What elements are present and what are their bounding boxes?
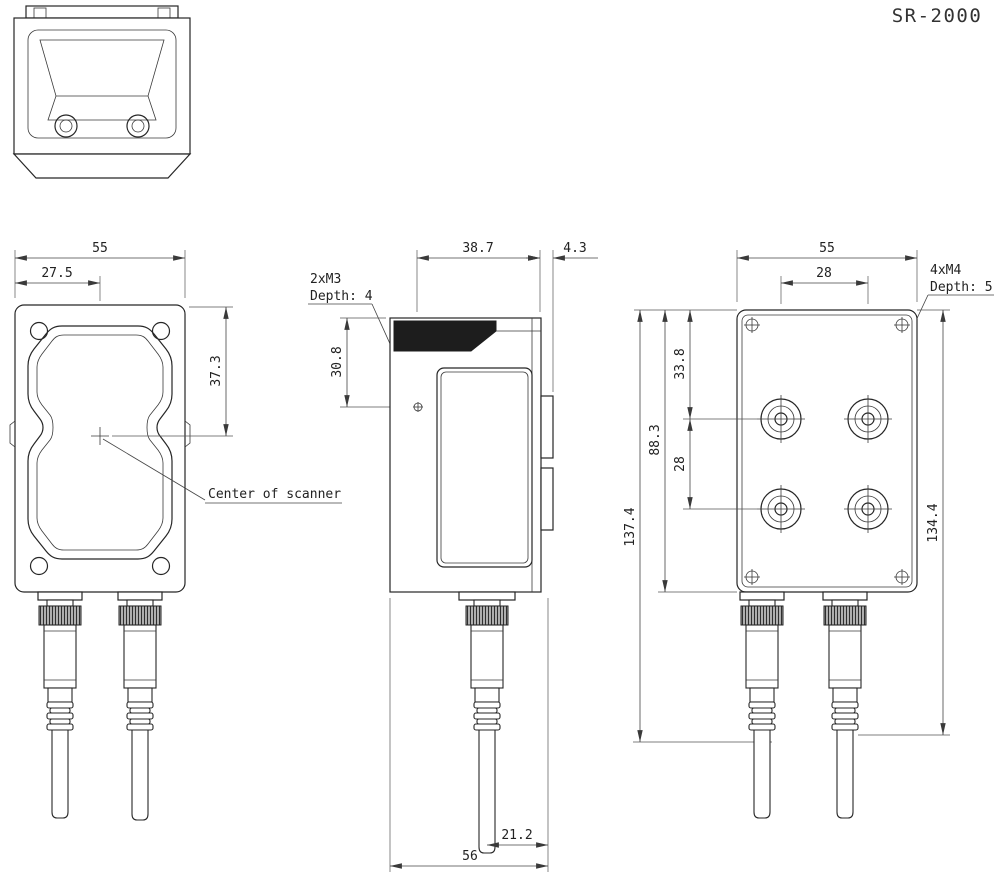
front-dim-width: 55 [14, 241, 186, 298]
top-view-cap [25, 5, 179, 19]
rear-dim-overall-left-text: 137.4 [623, 507, 638, 546]
side-body [389, 317, 554, 593]
front-connectors [37, 591, 163, 821]
side-body-outline [389, 317, 542, 593]
side-dim-hole-from-top-text: 30.8 [330, 346, 345, 377]
rear-connectors [739, 591, 868, 819]
side-view: 2xM3 Depth: 4 38.7 4.3 30.8 [308, 241, 598, 872]
rear-mounting-boss [757, 485, 805, 533]
side-window-panel [436, 367, 533, 568]
front-corner-hole [29, 321, 49, 341]
rear-dim-hole-pitch-v: 28 [673, 418, 757, 510]
front-cable-left [51, 729, 69, 819]
rear-dim-width: 55 [736, 241, 918, 302]
rear-dim-body-height: 88.3 [648, 309, 737, 593]
side-dim-rear-step-text: 4.3 [563, 241, 586, 256]
front-dim-center-offset-text: 37.3 [209, 355, 224, 386]
side-screw-note-line1: 2xM3 [310, 272, 341, 287]
rear-dim-overall-right: 134.4 [858, 309, 950, 736]
rear-body [736, 309, 918, 593]
front-view: 55 27.5 Center of sc [9, 241, 342, 821]
top-view-front-face [12, 153, 192, 179]
side-dim-hole-to-rear-text: 38.7 [462, 241, 493, 256]
side-screw-note-line2: Depth: 4 [310, 289, 373, 304]
rear-dim-hole-pitch-h-text: 28 [816, 266, 832, 281]
rear-corner-screw [894, 569, 910, 585]
side-top-dark-face [393, 320, 497, 352]
side-dim-total-depth: 56 [389, 598, 549, 872]
rear-dim-width-text: 55 [819, 241, 835, 256]
top-view-lens-left [54, 114, 78, 138]
front-dim-width-text: 55 [92, 241, 108, 256]
rear-cable-left [753, 729, 771, 819]
rear-corner-screw [894, 317, 910, 333]
front-dim-half-width: 27.5 [14, 266, 101, 301]
rear-corner-screw [744, 317, 760, 333]
rear-screw-note: 4xM4 Depth: 5 [875, 263, 994, 407]
rear-screw-note-line1: 4xM4 [930, 263, 961, 278]
front-dim-center-offset: 37.3 [112, 306, 233, 437]
side-cable [478, 729, 496, 854]
rear-dim-hole-pitch-h: 28 [780, 266, 869, 304]
rear-mounting-boss [757, 395, 805, 443]
rear-dim-hole-row1: 33.8 [634, 309, 757, 420]
rear-view: 55 28 4xM4 Depth: 5 [623, 241, 994, 819]
drawing-title: SR-2000 [892, 5, 983, 27]
rear-dim-hole-row1-text: 33.8 [673, 348, 688, 379]
rear-dim-hole-pitch-v-text: 28 [673, 456, 688, 472]
front-corner-hole [29, 556, 49, 576]
side-rear-boss-upper [540, 395, 554, 459]
rear-dim-overall-left: 137.4 [623, 309, 772, 743]
front-body [9, 304, 191, 593]
side-dim-rear-step: 4.3 [526, 241, 598, 392]
rear-mounting-boss [844, 395, 892, 443]
rear-cable-right [836, 729, 854, 819]
front-corner-hole [151, 556, 171, 576]
top-view [12, 5, 192, 179]
front-center-label: Center of scanner [208, 487, 341, 502]
front-faceplate-outer [27, 325, 173, 560]
rear-dim-overall-right-text: 134.4 [926, 503, 941, 542]
front-faceplate-inner [36, 334, 164, 551]
rear-corner-screw [744, 569, 760, 585]
rear-mounting-boss [844, 485, 892, 533]
side-dim-cable-to-rear: 21.2 [486, 598, 549, 872]
front-connector-right [118, 599, 162, 731]
side-dim-total-depth-text: 56 [462, 849, 478, 864]
rear-connector-left [740, 599, 784, 731]
front-body-outline [14, 304, 186, 593]
front-center-callout: Center of scanner [102, 438, 342, 504]
scanner-center-mark [91, 427, 109, 445]
rear-connector-right [823, 599, 867, 731]
rear-body-outline [736, 309, 918, 593]
side-connector [458, 591, 516, 854]
front-corner-hole [151, 321, 171, 341]
side-rear-boss-lower [540, 467, 554, 531]
side-connector-plug [465, 599, 509, 731]
front-dim-half-width-text: 27.5 [41, 266, 72, 281]
side-dim-hole-to-rear: 38.7 [416, 241, 541, 312]
rear-dim-body-height-text: 88.3 [648, 424, 663, 455]
front-cable-right [131, 729, 149, 821]
side-dim-cable-to-rear-text: 21.2 [501, 828, 532, 843]
top-view-body [13, 17, 191, 155]
rear-screw-note-line2: Depth: 5 [930, 280, 993, 295]
front-connector-left [38, 599, 82, 731]
top-view-lens-right [126, 114, 150, 138]
